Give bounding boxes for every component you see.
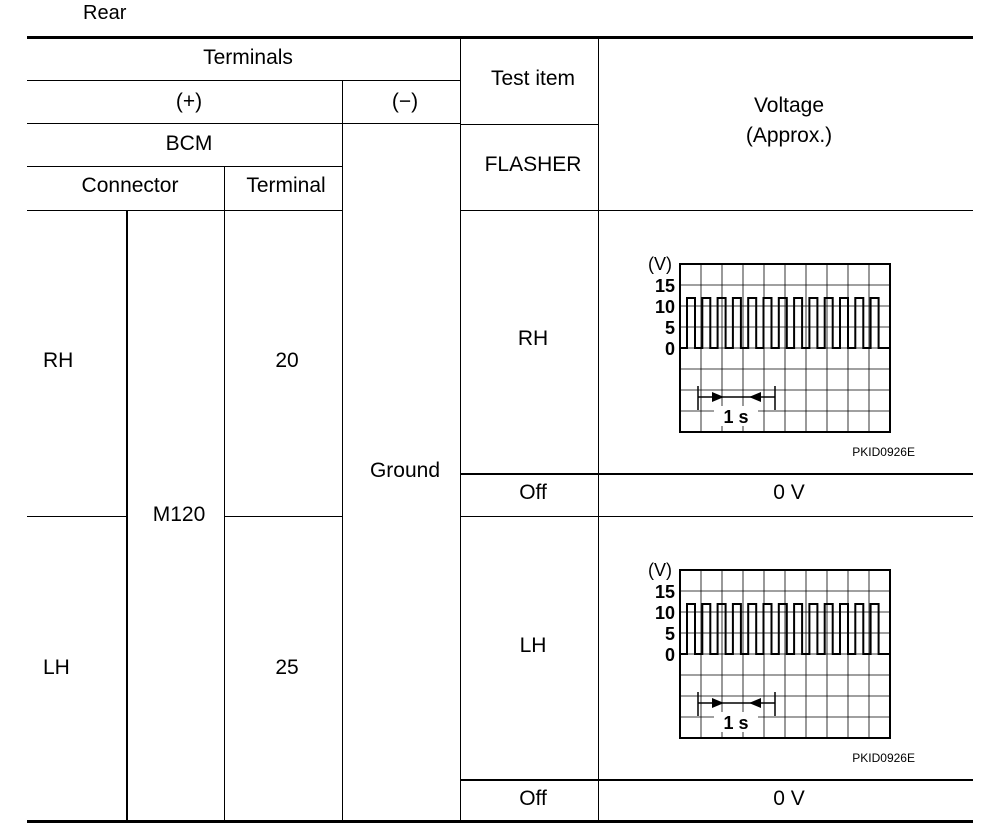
row-rh-terminal: 20 [275,349,299,372]
waveform-unit-label: (V) [648,560,672,580]
header-voltage: Voltage [753,94,825,117]
rule [126,210,128,822]
rule [460,124,598,125]
header-flasher: FLASHER [484,153,582,176]
row-rh-side: RH [43,349,74,372]
rule [460,516,973,517]
figure-code: PKID0926E [852,751,915,765]
rule [460,38,461,822]
waveform-tick-0: 0 [665,645,675,665]
waveform-signal [680,603,890,655]
waveform-tick-5: 5 [665,318,675,338]
header-unit: BCM [165,132,213,155]
row-lh-off-item: Off [519,787,547,810]
rule [224,166,225,822]
rule [342,80,343,822]
header-terminals: Terminals [203,46,293,69]
ground-label: Ground [369,459,441,482]
header-connector: Connector [81,174,179,197]
header-voltage-approx: (Approx.) [745,124,833,147]
rule [27,210,342,211]
rule [27,166,342,167]
row-lh-terminal: 25 [275,656,299,679]
rule [27,80,460,81]
row-lh-off-voltage: 0 V [773,787,805,810]
waveform-tick-10: 10 [655,603,675,623]
waveform-signal [680,297,890,349]
table-top-rule [27,36,973,39]
rule [27,123,460,124]
time-scale-marker: 1 s [697,386,776,427]
waveform-tick-10: 10 [655,297,675,317]
row-rh-off-voltage: 0 V [773,481,805,504]
table-caption: Rear [83,2,127,24]
rule [598,38,599,822]
flasher-waveform-lh: (V) 15 10 5 0 1 s PKID0926E [648,560,915,765]
header-terminal: Terminal [246,174,326,197]
row-rh-off-item: Off [519,481,547,504]
waveform-unit-label: (V) [648,254,672,274]
waveform-grid [680,264,890,432]
waveform-tick-15: 15 [655,276,675,296]
table-bottom-rule [27,820,973,823]
waveform-tick-15: 15 [655,582,675,602]
rule [460,210,973,211]
row-lh-side: LH [43,656,70,679]
time-scale-label: 1 s [723,713,748,733]
rule [460,779,973,781]
connector-value: M120 [152,503,206,526]
header-minus: (−) [391,90,419,113]
figure-code: PKID0926E [852,445,915,459]
waveform-tick-0: 0 [665,339,675,359]
rule [460,473,973,475]
row-rh-test-item: RH [517,327,549,350]
rule [27,516,126,517]
time-scale-label: 1 s [723,407,748,427]
rule [225,516,342,517]
flasher-waveform-rh: (V) 15 10 5 0 1 s PKID0926E [648,254,915,459]
header-plus: (+) [175,90,203,113]
time-scale-marker: 1 s [697,692,776,733]
row-lh-test-item: LH [519,634,547,657]
waveform-tick-5: 5 [665,624,675,644]
header-test-item: Test item [490,67,576,90]
